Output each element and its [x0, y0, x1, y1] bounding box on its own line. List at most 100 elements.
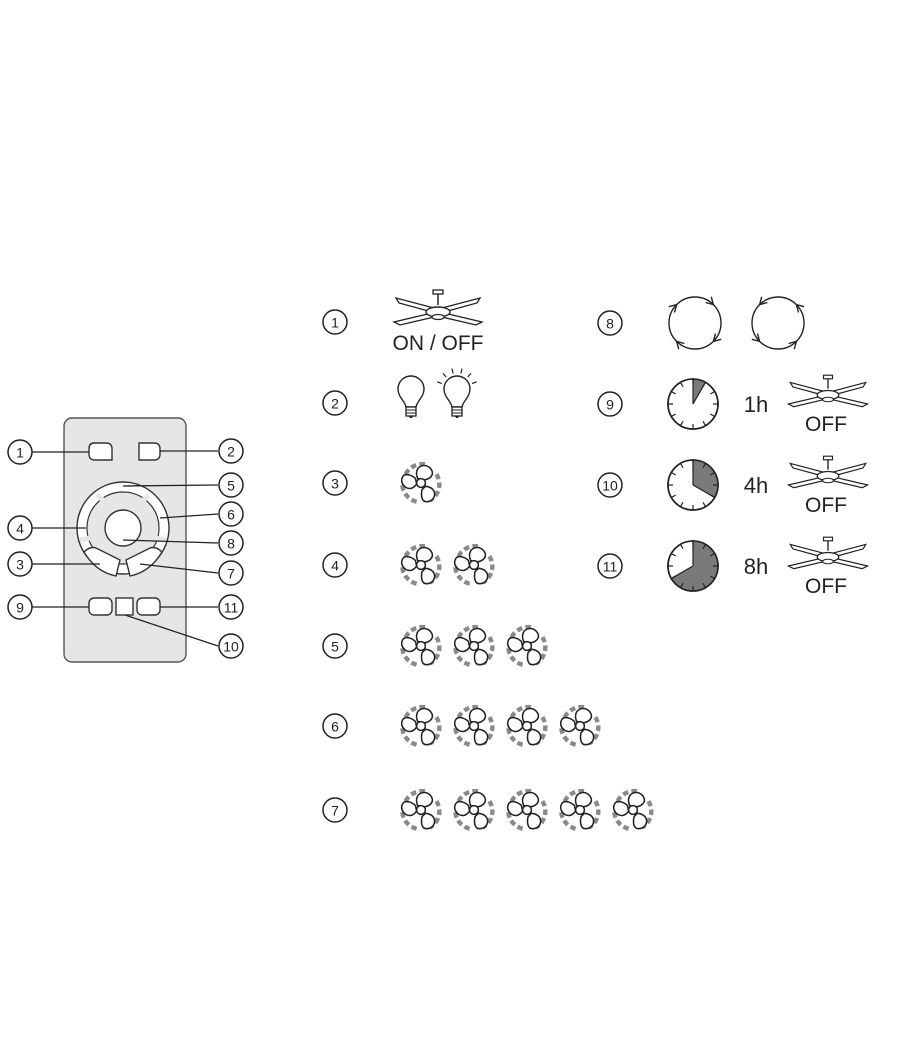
- legend-number-3: 3: [322, 470, 348, 496]
- svg-text:2: 2: [227, 444, 235, 460]
- legend-row-3: 3: [322, 464, 440, 502]
- svg-text:8: 8: [227, 536, 235, 552]
- remote-callout-1: 1: [7, 439, 33, 465]
- svg-text:10: 10: [602, 478, 618, 494]
- fan-speed-icon: [402, 627, 440, 665]
- remote-callout-4: 4: [7, 515, 33, 541]
- fan-speed-icon: [614, 791, 652, 829]
- fan-speed-icon: [455, 627, 493, 665]
- off-label: OFF: [805, 575, 847, 598]
- button-7[interactable]: [125, 546, 163, 577]
- button-10[interactable]: [115, 597, 134, 616]
- remote-callout-3: 3: [7, 551, 33, 577]
- light-bulb-on-icon: [443, 375, 471, 419]
- legend-row-2: 2: [322, 368, 477, 419]
- off-label: OFF: [805, 494, 847, 517]
- remote-callout-10: 10: [218, 633, 244, 659]
- timer-clock-icon: [667, 378, 719, 430]
- legend-row-7: 7: [322, 791, 652, 829]
- button-8[interactable]: [104, 509, 142, 547]
- svg-text:4: 4: [16, 521, 24, 537]
- fan-speed-icon: [402, 464, 440, 502]
- button-1[interactable]: [88, 442, 113, 461]
- ceiling-fan-icon: [787, 374, 869, 408]
- timer-clock-icon: [667, 540, 719, 592]
- svg-text:2: 2: [331, 396, 339, 412]
- svg-text:6: 6: [227, 507, 235, 523]
- legend-row-8: 8: [597, 296, 805, 350]
- fan-speed-icon: [508, 627, 546, 665]
- fan-speed-icon: [402, 546, 440, 584]
- legend-number-9: 9: [597, 391, 623, 417]
- svg-text:4: 4: [331, 558, 339, 574]
- svg-text:7: 7: [331, 803, 339, 819]
- legend-number-2: 2: [322, 390, 348, 416]
- svg-text:5: 5: [331, 639, 339, 655]
- rotation-clockwise-icon: [668, 296, 722, 350]
- remote-callout-6: 6: [218, 501, 244, 527]
- legend-number-7: 7: [322, 797, 348, 823]
- svg-text:3: 3: [16, 557, 24, 573]
- remote-callout-5: 5: [218, 472, 244, 498]
- fan-speed-icon: [455, 546, 493, 584]
- svg-text:9: 9: [16, 600, 24, 616]
- remote-callout-7: 7: [218, 560, 244, 586]
- fan-speed-icon: [561, 707, 599, 745]
- leader-lines: [32, 450, 219, 647]
- legend-number-1: 1: [322, 309, 348, 335]
- svg-text:1: 1: [331, 315, 339, 331]
- timer-elapsed-sector: [671, 541, 718, 591]
- fan-speed-icon: [455, 791, 493, 829]
- remote-callout-8: 8: [218, 530, 244, 556]
- fan-speed-icon: [455, 707, 493, 745]
- svg-text:5: 5: [227, 478, 235, 494]
- legend-left-column: 1 ON / OFF 2 3 4 5 6 7: [322, 289, 652, 829]
- svg-text:1: 1: [16, 445, 24, 461]
- timer-duration-label: 1h: [744, 392, 768, 417]
- on-off-label: ON / OFF: [393, 332, 484, 355]
- button-9[interactable]: [88, 597, 113, 616]
- legend-number-4: 4: [322, 552, 348, 578]
- light-bulb-off-icon: [397, 375, 425, 419]
- svg-text:9: 9: [606, 397, 614, 413]
- ceiling-fan-icon: [787, 536, 869, 570]
- timer-clock-icon: [667, 459, 719, 511]
- fan-speed-icon: [402, 791, 440, 829]
- svg-text:3: 3: [331, 476, 339, 492]
- svg-text:10: 10: [223, 639, 239, 655]
- legend-number-5: 5: [322, 633, 348, 659]
- timer-duration-label: 8h: [744, 554, 768, 579]
- timer-duration-label: 4h: [744, 473, 768, 498]
- legend-row-6: 6: [322, 707, 599, 745]
- button-11[interactable]: [136, 597, 161, 616]
- legend-row-5: 5: [322, 627, 546, 665]
- ceiling-fan-icon: [787, 455, 869, 489]
- rotation-counter-clockwise-icon: [751, 296, 805, 350]
- svg-text:11: 11: [603, 559, 618, 575]
- svg-text:6: 6: [331, 719, 339, 735]
- light-rays-icon: [437, 368, 477, 385]
- svg-text:7: 7: [227, 566, 235, 582]
- svg-text:8: 8: [606, 316, 614, 332]
- button-2[interactable]: [138, 442, 161, 461]
- fan-speed-icon: [508, 791, 546, 829]
- remote-callout-2: 2: [218, 438, 244, 464]
- remote-callout-11: 11: [218, 594, 244, 620]
- legend-number-6: 6: [322, 713, 348, 739]
- fan-speed-icon: [508, 707, 546, 745]
- svg-text:11: 11: [224, 600, 239, 616]
- legend-row-1: 1 ON / OFF: [322, 289, 484, 355]
- legend-number-10: 10: [597, 472, 623, 498]
- off-label: OFF: [805, 413, 847, 436]
- legend-row-4: 4: [322, 546, 493, 584]
- legend-number-11: 11: [597, 553, 623, 579]
- ceiling-fan-icon: [393, 289, 483, 326]
- remote-callout-9: 9: [7, 594, 33, 620]
- remote-callouts: 1 2 5 4 6 8 3 7 9 11 10: [7, 438, 244, 659]
- fan-speed-icon: [402, 707, 440, 745]
